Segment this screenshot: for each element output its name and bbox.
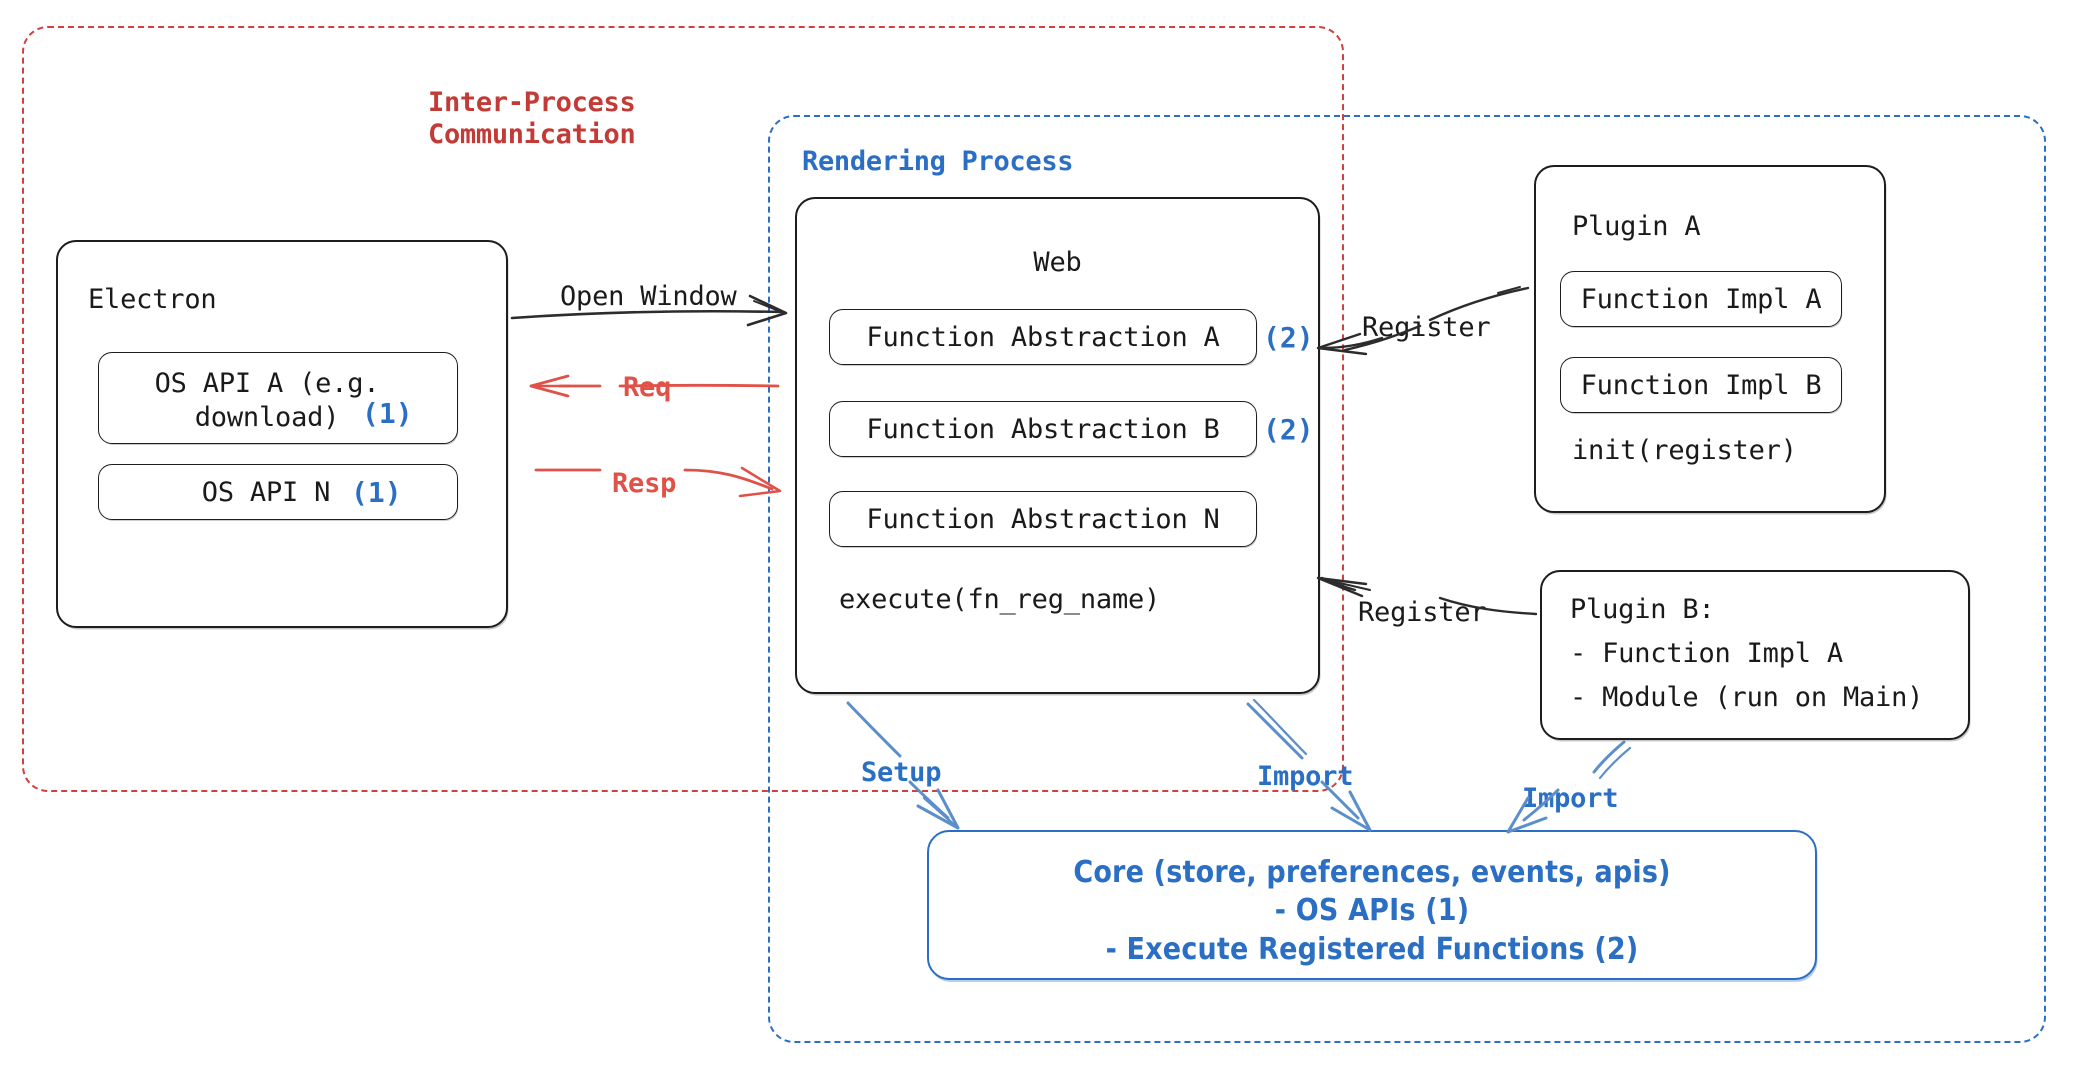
plugin-b-title: Plugin B:	[1570, 594, 1715, 625]
core-line-1: Core (store, preferences, events, apis)	[1073, 855, 1671, 890]
web-box: Web Function Abstraction A (2) Function …	[795, 197, 1320, 694]
function-impl-b-label: Function Impl B	[1580, 370, 1822, 401]
edge-label-setup: Setup	[861, 757, 942, 788]
os-api-n-marker: (1)	[351, 476, 402, 509]
plugin-b-item-function-impl-a: - Function Impl A	[1570, 638, 1843, 669]
plugin-a-box: Plugin A Function Impl A Function Impl B…	[1534, 165, 1886, 513]
core-line-3: - Execute Registered Functions (2)	[1105, 931, 1639, 967]
group-inter-process-communication	[22, 26, 1344, 792]
group-rendering-process	[768, 115, 2046, 1043]
plugin-b-item-module: - Module (run on Main)	[1570, 682, 1924, 713]
function-abstraction-a-marker: (2)	[1263, 321, 1314, 354]
function-abstraction-a-label: Function Abstraction A	[866, 322, 1220, 353]
core-line-2: - OS APIs (1)	[1274, 893, 1470, 929]
os-api-a-box[interactable]: OS API A (e.g. download) (1)	[98, 352, 458, 444]
function-abstraction-b-box[interactable]: Function Abstraction B	[829, 401, 1257, 457]
function-abstraction-b-label: Function Abstraction B	[866, 414, 1220, 445]
plugin-a-init-footer: init(register)	[1572, 435, 1797, 466]
os-api-a-marker: (1)	[362, 397, 413, 430]
os-api-a-label: OS API A (e.g. download)	[154, 368, 380, 433]
electron-title: Electron	[88, 284, 217, 315]
web-title: Web	[1033, 247, 1082, 278]
os-api-n-label: OS API N	[201, 477, 331, 508]
function-impl-a-box[interactable]: Function Impl A	[1560, 271, 1842, 327]
function-impl-a-label: Function Impl A	[1580, 284, 1822, 315]
edge-label-import-plugin: Import	[1522, 783, 1619, 814]
function-abstraction-n-box[interactable]: Function Abstraction N	[829, 491, 1257, 547]
function-abstraction-b-marker: (2)	[1263, 413, 1314, 446]
electron-box: Electron OS API A (e.g. download) (1) OS…	[56, 240, 508, 628]
edge-label-open-window: Open Window	[560, 281, 737, 312]
plugin-b-box: Plugin B: - Function Impl A - Module (ru…	[1540, 570, 1970, 740]
edge-label-resp: Resp	[612, 468, 677, 499]
os-api-n-box[interactable]: OS API N (1)	[98, 464, 458, 520]
function-abstraction-n-label: Function Abstraction N	[866, 504, 1220, 535]
edge-label-req: Req	[623, 372, 672, 403]
edge-label-register-plugin-a: Register	[1362, 312, 1491, 343]
edge-label-register-plugin-b: Register	[1358, 597, 1487, 628]
group-label-ipc: Inter-Process Communication	[428, 87, 636, 150]
group-label-rendering-process: Rendering Process	[802, 146, 1074, 177]
function-impl-b-box[interactable]: Function Impl B	[1560, 357, 1842, 413]
edge-label-import-web: Import	[1257, 761, 1354, 792]
web-execute-footer: execute(fn_reg_name)	[839, 584, 1161, 615]
core-box: Core (store, preferences, events, apis) …	[927, 830, 1817, 980]
plugin-a-title: Plugin A	[1572, 211, 1701, 242]
function-abstraction-a-box[interactable]: Function Abstraction A	[829, 309, 1257, 365]
